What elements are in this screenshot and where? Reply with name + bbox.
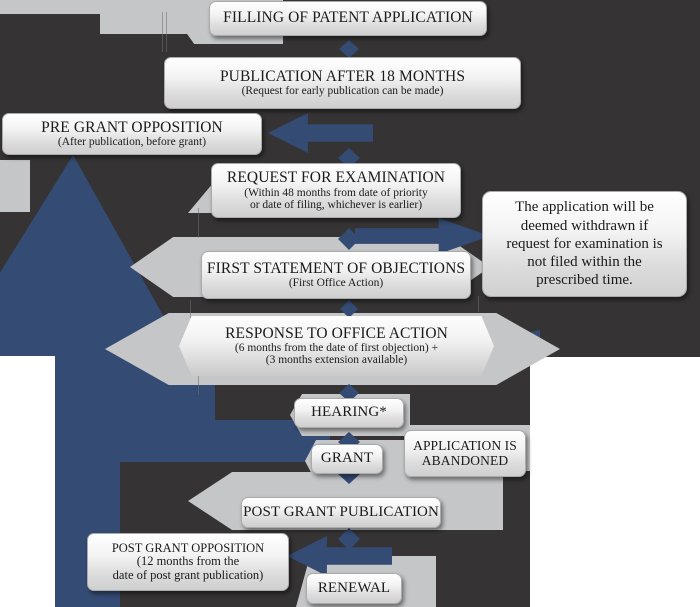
node-subtitle-line2: or date of filing, whichever is earlier)	[249, 198, 423, 211]
diamond-request-to-first-statement	[338, 228, 360, 250]
note-line-2: deemed withdrawn if	[520, 217, 649, 234]
node-title: POST GRANT PUBLICATION	[243, 503, 439, 520]
node-title: PRE GRANT OPPOSITION	[41, 118, 223, 136]
hairline-a	[162, 12, 163, 52]
note-line-4: not filed within the	[527, 254, 642, 271]
diamond-filing-to-publication	[339, 40, 359, 58]
grey-plate-request-left	[0, 160, 30, 212]
hairline-f	[478, 296, 479, 312]
node-subtitle-line2: (3 months extension available)	[265, 354, 408, 367]
node-grant[interactable]: GRANT	[311, 444, 383, 474]
hairline-d	[190, 300, 191, 318]
node-title-line2: ABANDONED	[421, 452, 509, 468]
note-line-3: request for examination is	[506, 235, 663, 252]
node-application-abandoned[interactable]: APPLICATION IS ABANDONED	[404, 430, 526, 477]
node-subtitle-line2: date of post grant publication)	[112, 567, 264, 582]
node-title: HEARING*	[311, 404, 387, 421]
hairline-c	[198, 208, 199, 238]
node-title: RENEWAL	[317, 579, 391, 596]
node-withdrawn-warning[interactable]: The application will be deemed withdrawn…	[482, 191, 687, 297]
node-pre-grant-opposition[interactable]: PRE GRANT OPPOSITION (After publication,…	[2, 113, 262, 155]
node-post-grant-publication[interactable]: POST GRANT PUBLICATION	[241, 497, 441, 528]
node-publication-after-18-months[interactable]: PUBLICATION AFTER 18 MONTHS (Request for…	[164, 57, 521, 109]
node-title-line1: APPLICATION IS	[413, 438, 517, 454]
node-first-statement-of-objections[interactable]: FIRST STATEMENT OF OBJECTIONS (First Off…	[201, 251, 471, 299]
node-subtitle-line1: (Within 48 months from date of priority	[244, 186, 428, 199]
node-title: FILLING OF PATENT APPLICATION	[223, 9, 473, 27]
background-white-left	[0, 356, 55, 607]
node-title: RESPONSE TO OFFICE ACTION	[225, 324, 448, 342]
note-line-1: The application will be	[515, 199, 654, 216]
hairline-e	[198, 360, 199, 395]
node-subtitle: (After publication, before grant)	[57, 136, 207, 149]
node-title: GRANT	[320, 450, 374, 467]
node-hearing[interactable]: HEARING*	[294, 398, 404, 428]
diamond-response-to-hearing	[339, 384, 359, 402]
note-line-5: prescribed time.	[536, 272, 633, 289]
diamond-post-grant-publication-to-renewal	[338, 528, 360, 550]
node-response-to-office-action[interactable]: RESPONSE TO OFFICE ACTION (6 months from…	[179, 316, 494, 376]
node-post-grant-opposition[interactable]: POST GRANT OPPOSITION (12 months from th…	[87, 533, 289, 591]
node-title: FIRST STATEMENT OF OBJECTIONS	[206, 259, 466, 277]
node-filing-of-patent-application[interactable]: FILLING OF PATENT APPLICATION	[209, 1, 487, 36]
node-title: PUBLICATION AFTER 18 MONTHS	[219, 67, 466, 85]
node-title: REQUEST FOR EXAMINATION	[226, 169, 446, 187]
background-white-right	[530, 357, 700, 607]
node-subtitle-line1: (12 months from the	[136, 554, 240, 569]
diamond-first-statement-to-response	[340, 300, 358, 318]
node-title: POST GRANT OPPOSITION	[111, 541, 265, 556]
hairline-b	[166, 12, 167, 52]
node-subtitle: (Request for early publication can be ma…	[241, 85, 444, 98]
node-request-for-examination[interactable]: REQUEST FOR EXAMINATION (Within 48 month…	[211, 163, 461, 218]
node-subtitle: (First Office Action)	[288, 277, 384, 290]
node-renewal[interactable]: RENEWAL	[306, 573, 402, 604]
node-subtitle-line1: (6 months from the date of first objecti…	[234, 342, 439, 355]
